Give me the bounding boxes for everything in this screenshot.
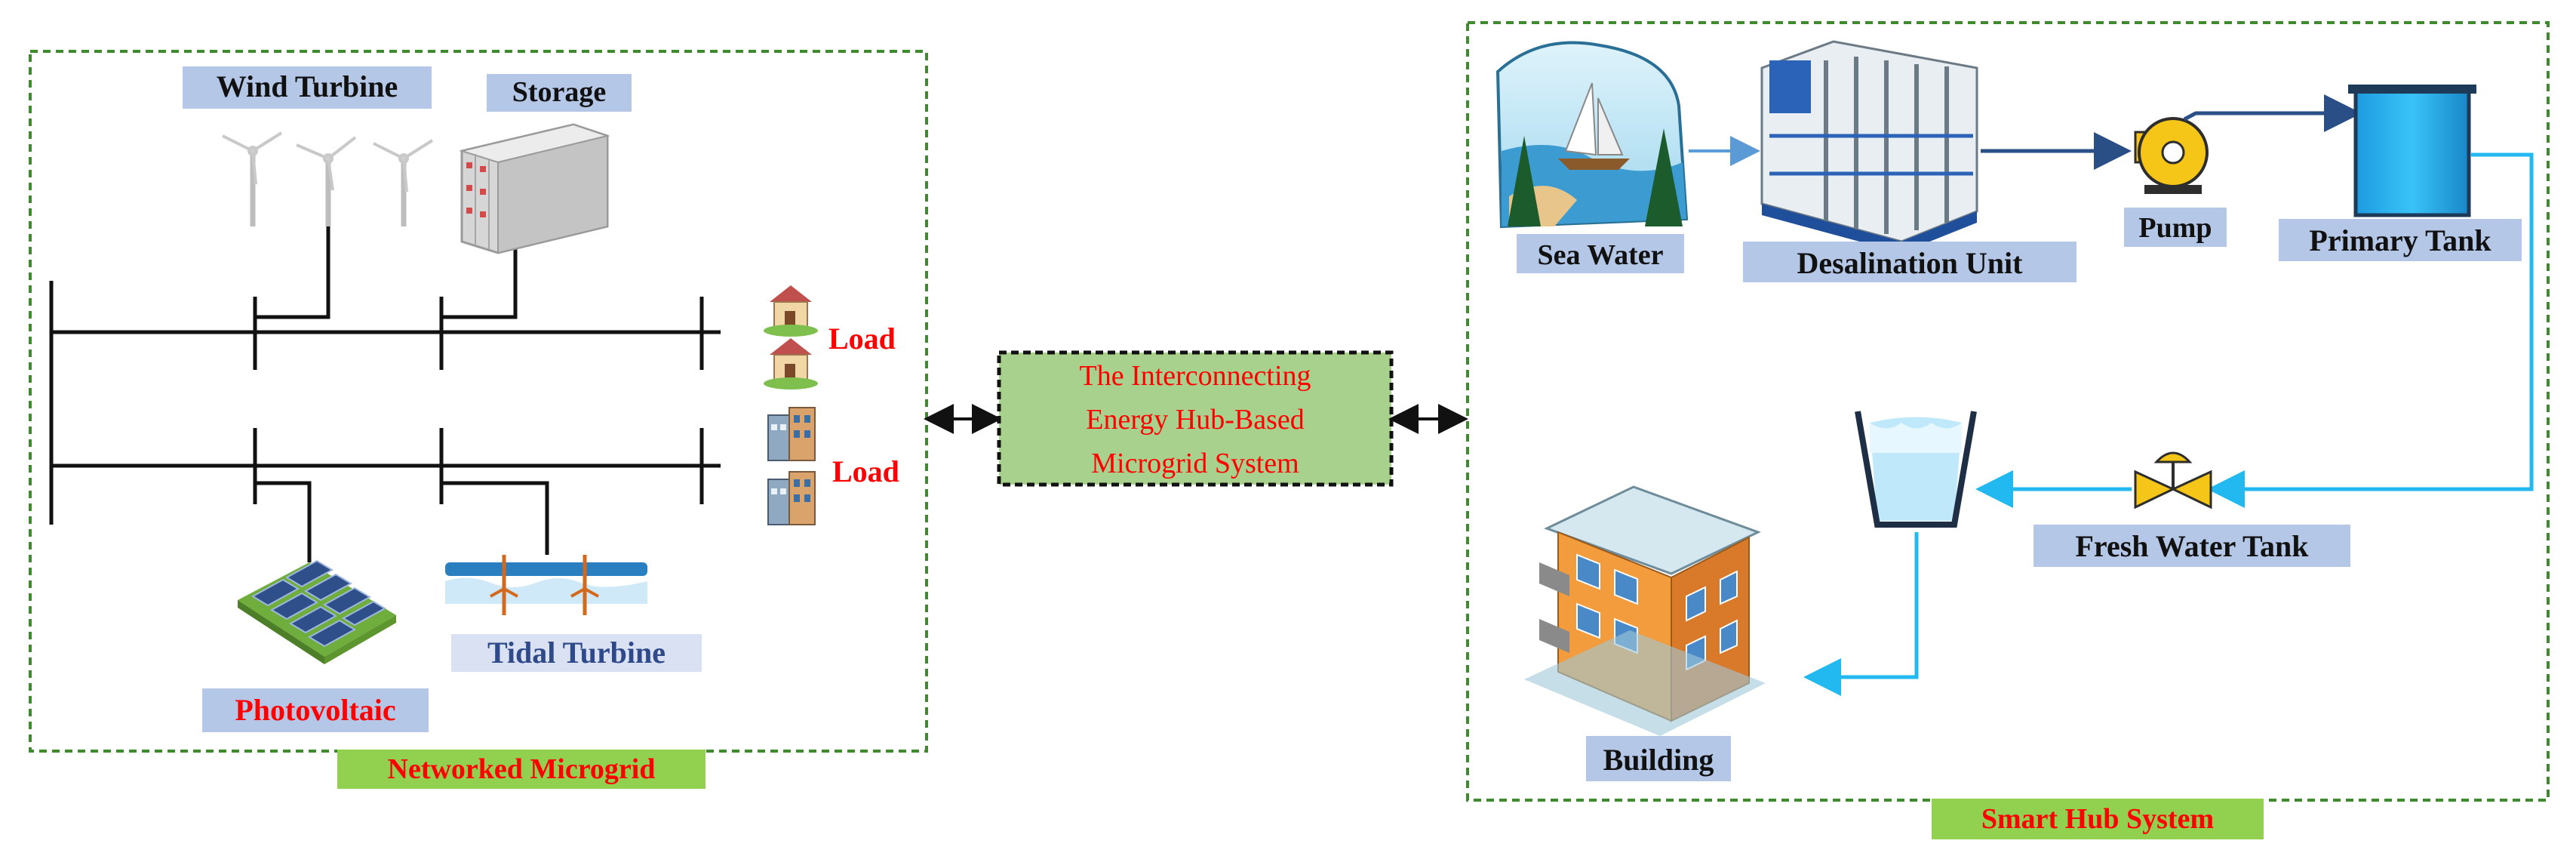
microgrid-title: Networked Microgrid <box>388 753 656 785</box>
pump-icon <box>2134 117 2209 194</box>
tidal-turbine-icon <box>445 555 647 615</box>
wind-turbine-label-bg <box>183 66 432 109</box>
fresh-tank-to-building-pipe <box>1803 532 1919 696</box>
sea-water-label: Sea Water <box>1537 239 1663 271</box>
tidal-label-bg <box>451 634 702 672</box>
hub-box-line1: The Interconnecting <box>1079 360 1311 392</box>
smart-hub-frame <box>1466 21 2550 802</box>
pump-label: Pump <box>2138 212 2212 244</box>
photovoltaic-icon <box>238 559 396 664</box>
wind-turbine-icon <box>222 131 434 226</box>
sea-water-label-bg <box>1517 234 1684 273</box>
building-label: Building <box>1603 743 1714 777</box>
wind-turbine-label: Wind Turbine <box>217 69 398 103</box>
primary-tank-label: Primary Tank <box>2309 223 2491 257</box>
hub-box-line3: Microgrid System <box>1091 448 1299 479</box>
load-label-bottom: Load <box>832 454 899 488</box>
apartment-load-icon <box>767 407 816 525</box>
fresh-water-tank-icon <box>1855 411 1977 528</box>
tidal-turbine-label: Tidal Turbine <box>487 636 666 670</box>
hub-box-line2: Energy Hub-Based <box>1086 404 1305 436</box>
desalination-label: Desalination Unit <box>1797 246 2024 280</box>
photovoltaic-label: Photovoltaic <box>235 693 395 727</box>
storage-battery-icon <box>459 123 610 254</box>
bus-lines <box>49 223 721 562</box>
primary-tank-label-bg <box>2279 219 2522 261</box>
pump-to-tank-arrow <box>2183 94 2362 132</box>
valve-icon <box>2134 451 2212 510</box>
fresh-tank-label-bg <box>2033 525 2350 567</box>
house-load-icon <box>764 285 818 390</box>
hub-box <box>997 350 1394 487</box>
smart-hub-title-bg <box>1932 799 2264 839</box>
building-label-bg <box>1586 736 1731 781</box>
photovoltaic-label-bg <box>202 688 429 732</box>
desal-label-bg <box>1743 242 2076 282</box>
smart-hub-title: Smart Hub System <box>1981 803 2214 835</box>
pump-label-bg <box>2124 208 2227 247</box>
desalination-unit-icon <box>1760 40 1978 253</box>
storage-label-bg <box>487 74 632 112</box>
tank-to-valve-pipe <box>2207 152 2534 508</box>
sea-water-icon <box>1495 41 1689 229</box>
load-label-top: Load <box>828 322 896 356</box>
primary-tank-icon <box>2348 85 2476 217</box>
storage-label: Storage <box>512 76 607 108</box>
fresh-water-tank-label: Fresh Water Tank <box>2076 529 2310 563</box>
microgrid-title-bg <box>337 750 705 789</box>
building-icon <box>1524 485 1766 736</box>
